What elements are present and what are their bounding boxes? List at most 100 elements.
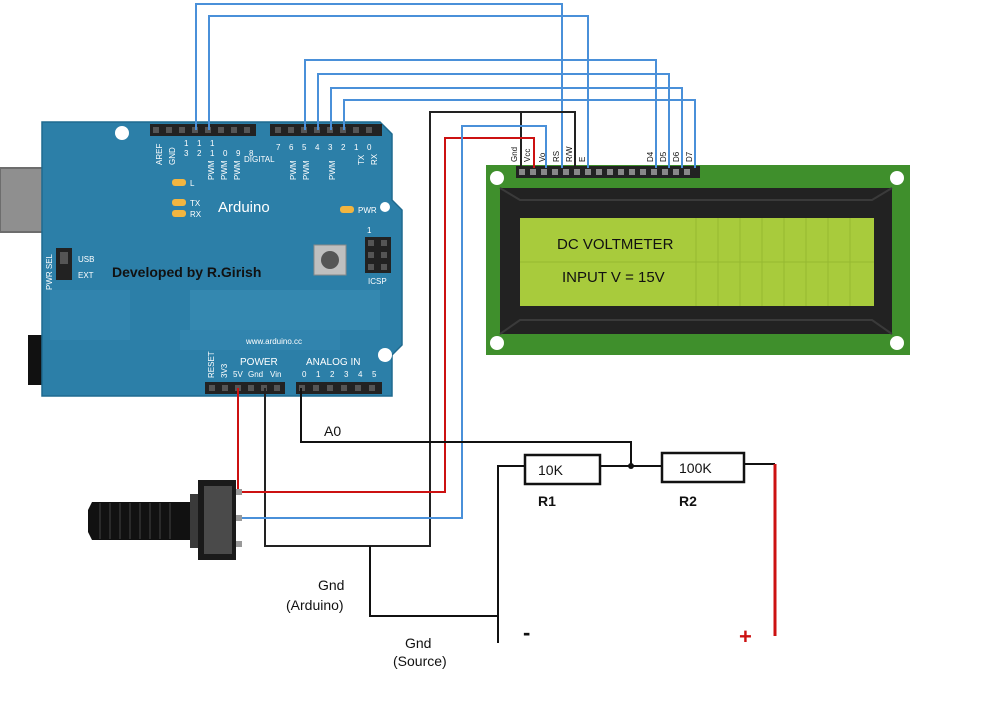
wire-lcd-vcc [237,137,535,493]
pwm-label: PWM [302,160,311,180]
minus-terminal-label: - [523,620,530,645]
led-tx-label: TX [190,199,201,208]
pin-label: 0 [367,143,372,152]
gnd-label: GND [168,147,177,165]
lcd-pin-vo-label: Vo [538,152,547,162]
pin-label: 2 [341,143,346,152]
power-pin-gnd-label: Gnd [248,370,263,379]
wire-d4 [304,59,657,168]
mounting-hole [378,348,392,362]
pin-label: 9 [236,149,241,158]
mounting-hole [115,126,129,140]
pin-label: 0 [223,149,228,158]
digital-label: DIGITAL [244,155,275,164]
pin-label: 5 [302,143,307,152]
wires [195,3,777,643]
wire-lcd-vo [238,125,547,519]
pin-label: 3 [184,149,189,158]
led-pwr-label: PWR [358,206,377,215]
lcd-pin-e-label: E [578,157,587,162]
wire-d5 [317,73,670,168]
junction-dot [628,463,634,469]
pin-label: 8 [249,149,254,158]
pin-label: 3 [328,143,333,152]
pin-label: 6 [289,143,294,152]
wire-d6 [330,87,683,168]
power-label: POWER [240,357,278,368]
led-pwr [340,206,354,213]
a0-label: A0 [324,423,341,439]
website-text: www.arduino.cc [245,337,302,346]
lcd-line-1: DC VOLTMETER [557,236,674,253]
lcd-module: DC VOLTMETER INPUT V = 15V Gnd Vcc Vo RS… [486,146,910,355]
lcd-pin-d7-label: D7 [685,151,694,162]
potentiometer [88,480,242,560]
icsp-label: ICSP [368,277,387,286]
r1-label: R1 [538,493,556,509]
pin-label: 7 [276,143,281,152]
lcd-pin-d4-label: D4 [646,151,655,162]
power-header [205,382,285,394]
digital-header-right [270,124,382,136]
led-l [172,179,186,186]
pwm-label: PWM [233,160,242,180]
lcd-pin-d5-label: D5 [659,151,668,162]
gnd-source-label-line1: Gnd [405,635,431,651]
lcd-pin-rw-label: R/W [565,146,574,162]
resistor-r1: 10K [523,453,602,486]
led-rx-label: RX [190,210,202,219]
wire-lcd-gnd [264,111,522,547]
lcd-pin-gnd-label: Gnd [510,147,519,162]
lcd-pin-d6-label: D6 [672,151,681,162]
arduino-logo-text: Arduino [218,199,270,216]
led-tx [172,199,186,206]
lcd-line-2: INPUT V = 15V [562,269,665,286]
analog-pin-label: 2 [330,370,335,379]
lcd-pin-rs-label: RS [552,151,561,162]
gnd-arduino-label-line2: (Arduino) [286,597,344,613]
reset-label: RESET [207,351,216,378]
wire-rs [195,3,563,168]
gnd-arduino-label-line1: Gnd [318,577,344,593]
led-l-label: L [190,179,195,188]
pin-label: 1 [184,139,189,148]
r2-value: 100K [679,460,712,476]
pot-knob [88,502,190,540]
pin-label: 2 [197,149,202,158]
icsp-pin1-label: 1 [367,226,372,235]
aref-label: AREF [155,144,164,165]
pin-label: 1 [210,139,215,148]
lcd-pin-vcc-label: Vcc [523,149,532,162]
pwm-label: PWM [328,160,337,180]
rx-label: RX [370,153,379,165]
analog-pin-label: 0 [302,370,307,379]
pin-label: 1 [354,143,359,152]
r1-value: 10K [538,462,564,478]
gnd-source-label-line2: (Source) [393,653,447,669]
pwr-sel-label: PWR SEL [45,253,54,290]
analog-pin-label: 1 [316,370,321,379]
pin-label: 4 [315,143,320,152]
usb-label: USB [78,255,94,264]
analog-pin-label: 4 [358,370,363,379]
analog-in-label: ANALOG IN [306,357,360,368]
wire-lcd-rw [521,111,576,168]
wire-gnd-common [369,546,498,617]
wire-e [208,15,589,168]
wire-a0 [300,388,632,466]
pin-label: 1 [197,139,202,148]
wire-r1-gnd [497,465,525,643]
resistor-r2: 100K [660,451,746,484]
plus-terminal-label: + [739,624,752,649]
ext-label: EXT [78,271,94,280]
pwm-label: PWM [220,160,229,180]
credit-text: Developed by R.Girish [112,264,261,280]
analog-pin-label: 5 [372,370,377,379]
arduino-board: AREF GND 1 1 1 3 2 1 0 9 8 PWM PWM PWM D… [0,121,403,397]
power-pin-vin-label: Vin [270,370,281,379]
led-rx [172,210,186,217]
mounting-hole [380,202,390,212]
power-pin-5v-label: 5V [233,370,243,379]
pwm-label: PWM [289,160,298,180]
